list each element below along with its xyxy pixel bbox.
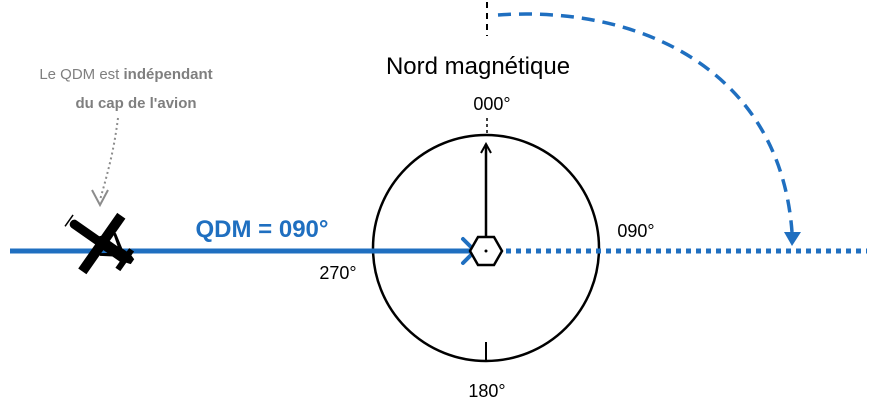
station-center-dot bbox=[484, 249, 488, 253]
north-label: Nord magnétique bbox=[386, 53, 570, 80]
note-pointer-arrowhead bbox=[91, 189, 109, 208]
label-180: 180° bbox=[468, 381, 505, 401]
label-090: 090° bbox=[617, 221, 654, 241]
airplane-body-icon bbox=[64, 212, 135, 275]
qdm-label: QDM = 090° bbox=[196, 216, 329, 243]
note-line1-bold: indépendant bbox=[124, 66, 213, 83]
note-text: Le QDM est indépendant bbox=[39, 66, 212, 83]
note-line2: du cap de l'avion bbox=[75, 95, 196, 112]
label-270: 270° bbox=[319, 263, 356, 283]
note-line1-regular: Le QDM est bbox=[39, 66, 123, 83]
qdm-angle-arrowhead bbox=[784, 232, 801, 246]
label-000: 000° bbox=[473, 94, 510, 114]
qdm-angle-arc bbox=[497, 12, 794, 233]
note-pointer-line bbox=[99, 117, 119, 201]
